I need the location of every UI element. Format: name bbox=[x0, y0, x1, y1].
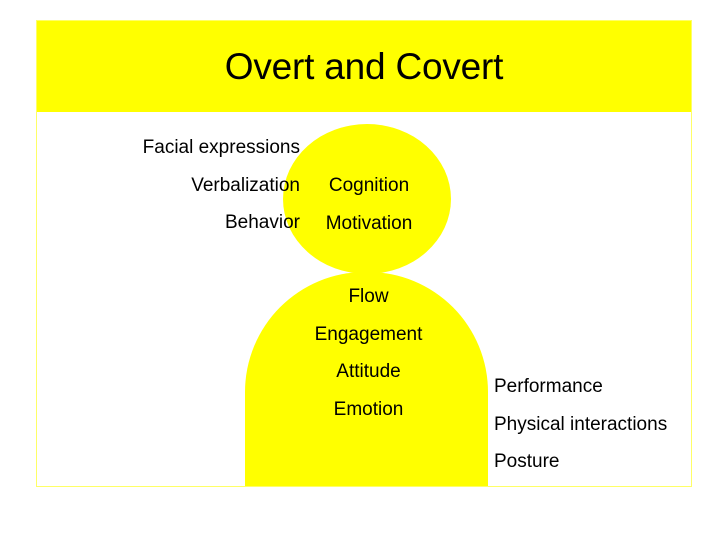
list-item: Cognition bbox=[328, 175, 410, 196]
list-item: Performance bbox=[494, 376, 603, 397]
list-item: Motivation bbox=[325, 212, 413, 234]
list-item: Physical interactions bbox=[494, 413, 668, 435]
list-item: Emotion bbox=[333, 398, 404, 420]
list-item: Facial expressions bbox=[142, 137, 300, 158]
list-item: Verbalization bbox=[191, 174, 300, 196]
covert-head-label-group: Cognition Motivation bbox=[289, 167, 449, 242]
page-title: Overt and Covert bbox=[224, 46, 504, 87]
slide-body: Facial expressions Verbalization Behavio… bbox=[37, 112, 691, 486]
list-item: Attitude bbox=[336, 361, 401, 382]
overt-right-label-group: Performance Physical interactions Postur… bbox=[494, 368, 689, 481]
list-item: Behavior bbox=[225, 212, 300, 233]
covert-body-label-group: Flow Engagement Attitude Emotion bbox=[285, 278, 452, 428]
list-item: Engagement bbox=[314, 323, 423, 345]
slide-canvas: Overt and Covert Facial expressions Verb… bbox=[36, 20, 692, 487]
list-item: Flow bbox=[348, 286, 389, 307]
list-item: Posture bbox=[494, 451, 560, 472]
overt-left-label-group: Facial expressions Verbalization Behavio… bbox=[99, 129, 300, 242]
slide-title-banner: Overt and Covert bbox=[37, 21, 691, 112]
